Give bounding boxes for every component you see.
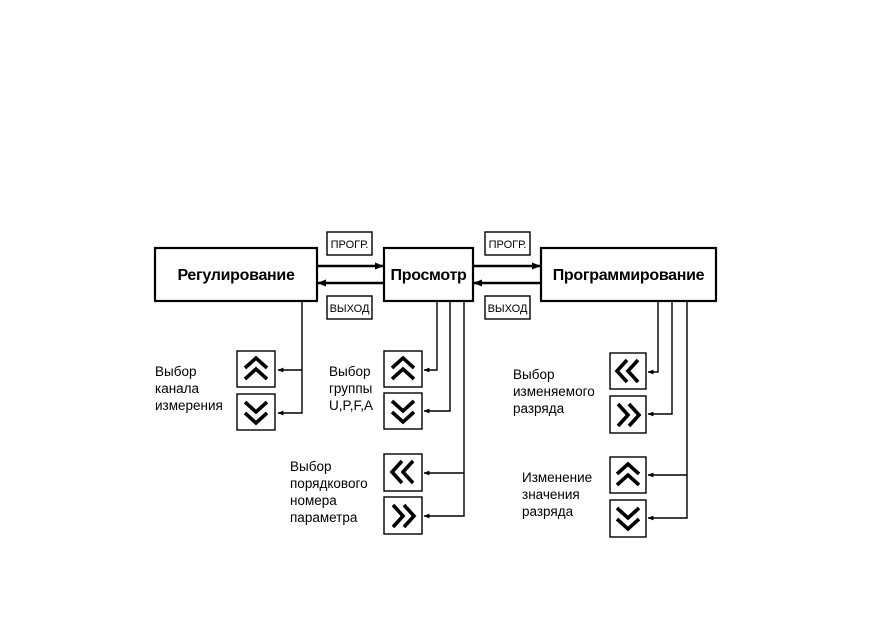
key-exit-left: ВЫХОД [326, 295, 373, 320]
mode-programming-label: Программирование [553, 267, 705, 284]
mode-programming-box: Программирование [539, 246, 718, 303]
param-number-description: Выбор порядкового номера параметра [290, 459, 371, 525]
mode-view-label: Просмотр [391, 267, 467, 284]
group-down-button [383, 392, 423, 430]
group-up-button [383, 350, 423, 388]
svg-text:ВЫХОД: ВЫХОД [330, 303, 370, 315]
channel-up-button [236, 350, 276, 388]
param-number-right-button [383, 496, 423, 535]
digit-select-left-button [609, 352, 647, 390]
param-number-left-button [383, 453, 423, 492]
key-exit-right: ВЫХОД [484, 295, 531, 320]
svg-text:ПРОГР.: ПРОГР. [489, 239, 527, 251]
digit-select-right-button [609, 395, 647, 434]
digit-select-description: Выбор изменяемого разряда [513, 367, 598, 416]
digit-change-up-button [609, 456, 647, 494]
mode-regulation-box: Регулирование [153, 246, 319, 303]
mode-regulation-label: Регулирование [177, 267, 294, 284]
key-prog-left: ПРОГР. [326, 231, 373, 256]
channel-description: Выбор канала измерения [155, 364, 223, 413]
channel-down-button [236, 393, 276, 431]
key-prog-right: ПРОГР. [484, 231, 531, 256]
svg-text:ПРОГР.: ПРОГР. [331, 239, 369, 251]
digit-change-down-button [609, 499, 647, 538]
connectors [277, 301, 688, 521]
digit-change-description: Изменение значения разряда [522, 470, 596, 519]
mode-view-box: Просмотр [382, 246, 475, 303]
svg-text:ВЫХОД: ВЫХОД [488, 303, 528, 315]
group-description: Выбор группы U,P,F,A [329, 364, 376, 413]
